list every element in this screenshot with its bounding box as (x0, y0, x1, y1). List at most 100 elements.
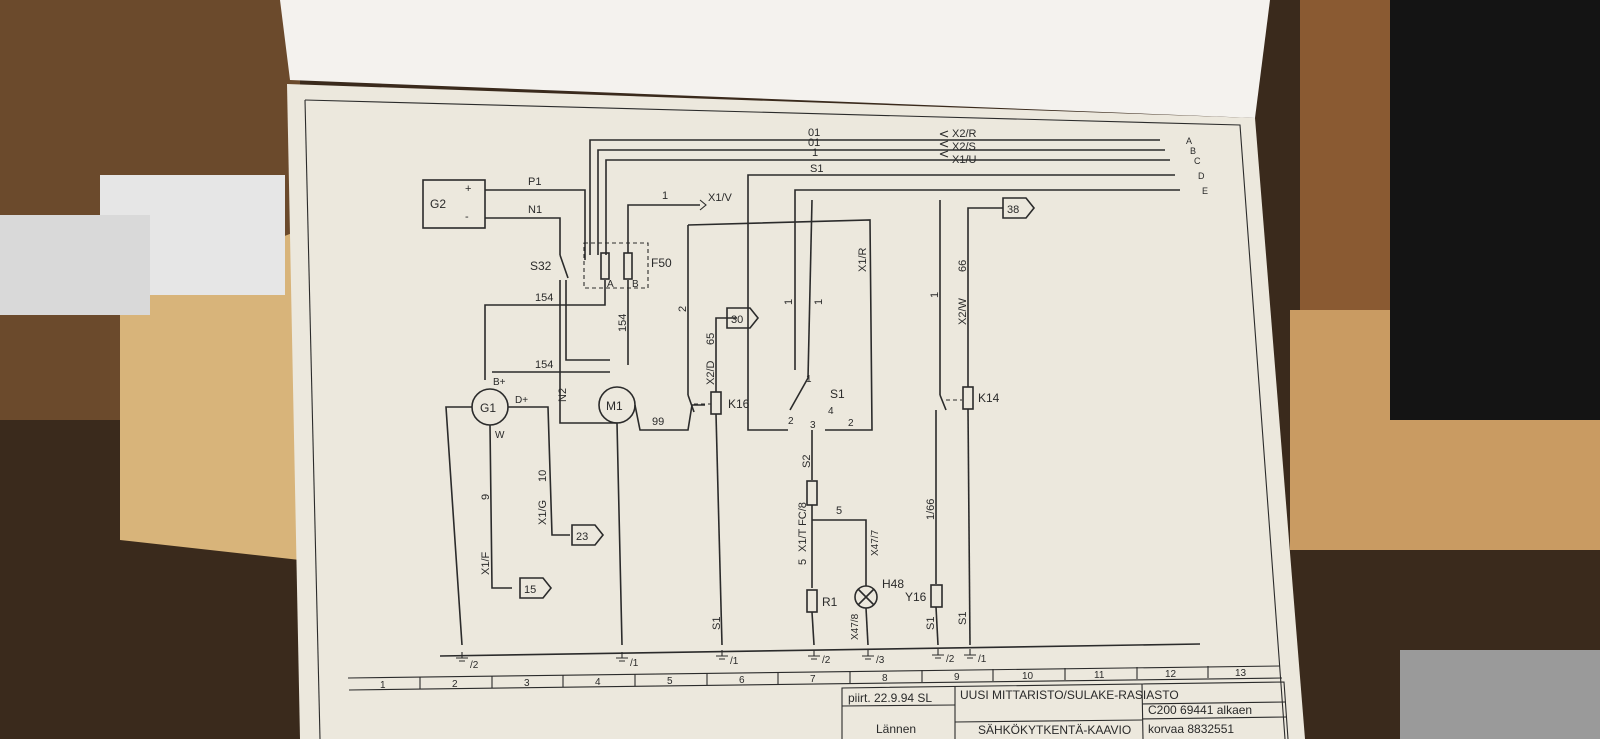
wire-99-label: 99 (652, 416, 664, 428)
wire-1-label: 1 (813, 299, 825, 305)
svg-text:23: 23 (576, 531, 588, 543)
g1-w: W (495, 430, 505, 441)
k16-label: K16 (728, 397, 750, 411)
connector-x47-7: X47/7 (870, 529, 881, 556)
wire-166-label: 1/66 (925, 499, 937, 520)
bus-letter: B (1190, 146, 1196, 156)
r1-label: R1 (822, 595, 838, 609)
connector-x1v: X1/V (708, 192, 733, 204)
s32-label: S32 (530, 259, 552, 273)
s1-pin: 2 (788, 416, 794, 427)
title-drawing: SÄHKÖKYTKENTÄ-KAAVIO (978, 723, 1131, 737)
wire-s1-loop (687, 219, 873, 431)
wire-154-label: 154 (535, 359, 553, 371)
wire-p1-label: P1 (528, 176, 541, 188)
bus-connector-label: X2/R (952, 128, 977, 140)
g1-bplus: B+ (493, 377, 506, 388)
g1-dplus: D+ (515, 395, 528, 406)
s32-switch (559, 254, 569, 279)
bus-wire-label: 01 (808, 137, 820, 149)
bus-lines (589, 130, 1180, 420)
wire-s1-label: S1 (957, 612, 969, 625)
grid-number: 3 (524, 678, 530, 689)
wire-10 (508, 406, 570, 536)
top-page (280, 0, 1270, 118)
ref-arrow-23: 23 (571, 524, 605, 546)
title-replaces: korvaa 8832551 (1148, 722, 1234, 736)
ground-label: /2 (946, 654, 955, 665)
wire-10-label: 10 (537, 470, 549, 482)
wire-66-label: 66 (957, 260, 969, 272)
schematic-page (287, 84, 1305, 739)
wire-9-label: 9 (480, 494, 492, 500)
ground-label: /1 (730, 656, 739, 667)
bus-wire-label: 1 (812, 147, 818, 159)
ref-arrow-15: 15 (519, 577, 553, 599)
page-border (304, 99, 1286, 739)
grid-number: 8 (882, 673, 888, 684)
wire-p1 (485, 189, 586, 260)
ground-label: /3 (876, 655, 885, 666)
title-company: Lännen (876, 722, 916, 736)
wire-2-label: 2 (677, 306, 689, 312)
connector-x1g: X1/G (537, 500, 549, 525)
ground-label: /1 (978, 654, 987, 665)
g1-label: G1 (480, 401, 496, 415)
title-serial: C200 69441 alkaen (1148, 703, 1252, 717)
wire-s2-label: S2 (801, 455, 813, 468)
wire-65-label: 65 (705, 333, 717, 345)
wire-154-label: 154 (617, 314, 629, 332)
connector-x1f: X1/F (480, 551, 492, 575)
f50-box (583, 242, 649, 289)
ref-arrow-38: 38 (1002, 197, 1036, 219)
svg-text:30: 30 (731, 314, 743, 326)
wire-154-top (484, 280, 606, 380)
bus-letter: A (1186, 136, 1192, 146)
wire-n1-label: N1 (528, 204, 542, 216)
wire-5-label: 5 (836, 505, 842, 517)
grid-strip-bottom (348, 677, 1283, 691)
g2-minus: - (465, 211, 469, 223)
h48-label: H48 (882, 577, 904, 591)
title-block (841, 681, 1289, 739)
connector-x47-8: X47/8 (850, 613, 861, 640)
grid-number: 10 (1022, 671, 1034, 682)
wire-g1-ground (445, 406, 472, 646)
wire-1-x1v (627, 204, 700, 253)
y16-label: Y16 (905, 590, 927, 604)
wire-n2 (559, 280, 623, 646)
k14-label: K14 (978, 391, 1000, 405)
wire-5-h48 (812, 519, 867, 586)
wire-65 (715, 317, 737, 392)
bus-letter: D (1198, 171, 1205, 181)
wire-154-label: 154 (535, 292, 553, 304)
g2-box (422, 179, 486, 229)
ground-label: /2 (470, 660, 479, 671)
dark-cloth (1390, 0, 1600, 420)
wire-s1-label: S1 (711, 617, 723, 630)
wire-9 (489, 424, 512, 589)
s1-pin: 4 (828, 406, 834, 417)
floor-right (1400, 650, 1600, 739)
grid-number: 9 (954, 672, 960, 683)
grid-number: 11 (1094, 670, 1105, 681)
ref-arrow-30: 30 (726, 307, 760, 329)
s1-pin: 1 (806, 374, 812, 385)
connector-x2d: X2/D (705, 360, 717, 385)
svg-text:15: 15 (524, 584, 536, 596)
f50-label: F50 (651, 256, 672, 270)
title-description: UUSI MITTARISTO/SULAKE-RASIASTO (960, 688, 1179, 702)
wire-1-to-s1 (807, 199, 813, 379)
grid-strip-top (347, 665, 1281, 679)
grid-number: 6 (739, 675, 745, 686)
k14-contact (939, 394, 947, 411)
wire-n1 (485, 217, 561, 255)
grid-dividers (419, 666, 1209, 689)
f50-b-label: B (632, 279, 639, 290)
s1-switch-blade (789, 377, 809, 411)
fuse-a (600, 252, 610, 280)
desk-left (120, 230, 300, 560)
connector-x1r: X1/R (857, 247, 869, 272)
grid-number: 13 (1235, 668, 1247, 679)
